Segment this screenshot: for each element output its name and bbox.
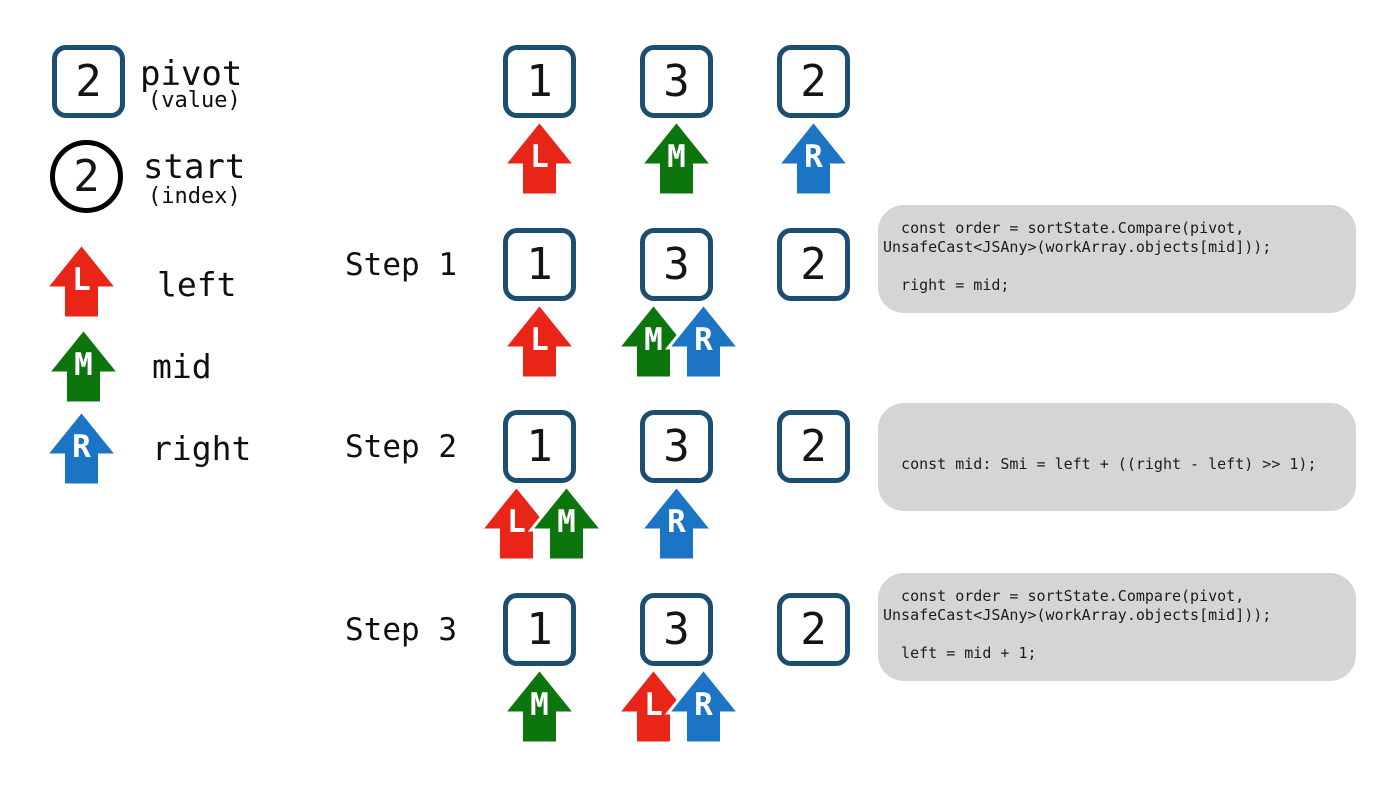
pointer-letter: M	[667, 139, 686, 175]
array-cell-box: 1	[503, 410, 576, 483]
pointer-letter: L	[530, 139, 549, 175]
array-cell-box: 3	[640, 593, 713, 666]
legend-left-arrow-icon: L	[42, 241, 121, 320]
legend-right-arrow-letter: R	[72, 429, 91, 465]
legend-mid-arrow-icon: M	[44, 326, 123, 405]
code-text: const mid: Smi = left + ((right - left) …	[901, 455, 1317, 473]
cell-value: 1	[526, 420, 553, 472]
cell-value: 1	[526, 603, 553, 655]
start-value: 2	[73, 150, 100, 202]
pointer-letter: R	[694, 322, 713, 358]
pointer-letter: R	[694, 687, 713, 723]
code-block: const order = sortState.Compare(pivot, U…	[878, 205, 1356, 313]
pivot-value: 2	[75, 55, 102, 107]
array-cell-box: 1	[503, 593, 576, 666]
step-label: Step 2	[345, 428, 457, 465]
array-cell-box: 2	[777, 228, 850, 301]
cell-value: 2	[800, 603, 827, 655]
legend-left-arrow-letter: L	[72, 262, 91, 298]
start-index-circle: 2	[50, 140, 123, 213]
array-cell-box: 2	[777, 45, 850, 118]
cell-value: 2	[800, 420, 827, 472]
legend-left-label: left	[157, 265, 237, 304]
pointer-letter: L	[530, 322, 549, 358]
pointer-letter: M	[557, 504, 576, 540]
pointer-letter: M	[644, 322, 663, 358]
cell-value: 3	[663, 55, 690, 107]
cell-value: 2	[800, 55, 827, 107]
start-sublabel: (index)	[148, 184, 241, 209]
cell-value: 3	[663, 420, 690, 472]
legend-mid-label: mid	[152, 347, 212, 386]
pointer-letter: R	[804, 139, 823, 175]
array-cell-box: 3	[640, 410, 713, 483]
pointer-letter: L	[644, 687, 663, 723]
array-cell-box: 2	[777, 410, 850, 483]
pointer-letter: L	[507, 504, 526, 540]
pointer-letter: M	[530, 687, 549, 723]
step-label: Step 3	[345, 611, 457, 648]
mid-pointer-arrow: M	[614, 301, 693, 380]
right-pointer-arrow: R	[774, 118, 853, 197]
cell-value: 3	[663, 603, 690, 655]
right-pointer-arrow: R	[664, 666, 743, 745]
cell-value: 1	[526, 238, 553, 290]
mid-pointer-arrow: M	[527, 483, 606, 562]
start-label: start	[143, 147, 246, 187]
cell-value: 2	[800, 238, 827, 290]
left-pointer-arrow: L	[500, 301, 579, 380]
legend-right-arrow-icon: R	[42, 408, 121, 487]
pointer-letter: R	[667, 504, 686, 540]
cell-value: 3	[663, 238, 690, 290]
pivot-sublabel: (value)	[148, 88, 241, 113]
pivot-value-box: 2	[52, 45, 125, 118]
step-label: Step 1	[345, 246, 457, 283]
code-block: const order = sortState.Compare(pivot, U…	[878, 573, 1356, 681]
left-pointer-arrow: L	[500, 118, 579, 197]
code-text: const order = sortState.Compare(pivot, U…	[883, 587, 1272, 662]
array-cell-box: 1	[503, 228, 576, 301]
array-cell-box: 2	[777, 593, 850, 666]
mid-pointer-arrow: M	[500, 666, 579, 745]
cell-value: 1	[526, 55, 553, 107]
array-cell-box: 3	[640, 228, 713, 301]
pivot-label: pivot	[140, 54, 243, 94]
right-pointer-arrow: R	[664, 301, 743, 380]
code-block: const mid: Smi = left + ((right - left) …	[878, 403, 1356, 511]
array-cell-box: 3	[640, 45, 713, 118]
array-cell-box: 1	[503, 45, 576, 118]
legend-right-label: right	[152, 429, 252, 468]
right-pointer-arrow: R	[637, 483, 716, 562]
code-text: const order = sortState.Compare(pivot, U…	[883, 219, 1272, 294]
legend-mid-arrow-letter: M	[74, 347, 93, 383]
mid-pointer-arrow: M	[637, 118, 716, 197]
